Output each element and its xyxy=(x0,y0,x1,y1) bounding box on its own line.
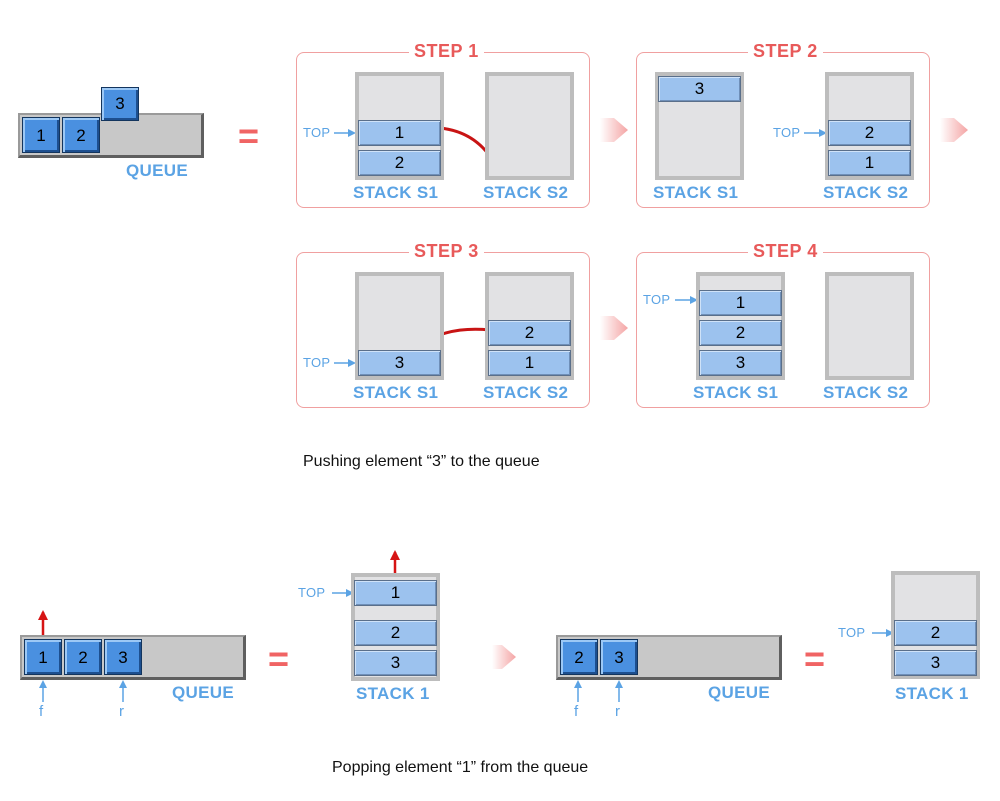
stack-item: 2 xyxy=(894,620,977,646)
step-2-title: STEP 2 xyxy=(748,41,823,62)
stack-s2 xyxy=(485,72,574,180)
equals-sign: = xyxy=(238,115,260,156)
front-label: f xyxy=(574,703,579,720)
stack-item: 1 xyxy=(699,290,782,316)
stack-1-label: STACK 1 xyxy=(895,684,969,703)
queue-item: 1 xyxy=(22,117,60,153)
stack-item: 3 xyxy=(894,650,977,676)
stack-item: 1 xyxy=(828,150,911,176)
rear-label: r xyxy=(615,703,621,720)
queue-item: 3 xyxy=(104,639,142,675)
stack-s2-label: STACK S2 xyxy=(483,183,569,202)
equals-sign: = xyxy=(268,638,290,679)
stack-item: 2 xyxy=(828,120,911,146)
queue-label: QUEUE xyxy=(172,683,234,702)
queue-item: 2 xyxy=(62,117,100,153)
top-label: TOP xyxy=(773,125,801,140)
rear-label: r xyxy=(119,703,125,720)
equals-sign: = xyxy=(804,638,826,679)
stack-item: 2 xyxy=(354,620,437,646)
top-label: TOP xyxy=(303,125,331,140)
queue-item: 2 xyxy=(560,639,598,675)
stack-item: 1 xyxy=(488,350,571,376)
front-label: f xyxy=(39,703,44,720)
stack-item: 1 xyxy=(354,580,437,606)
stack-s2-label: STACK S2 xyxy=(483,383,569,402)
top-label: TOP xyxy=(298,585,326,600)
incoming-item: 3 xyxy=(101,87,139,121)
top-label: TOP xyxy=(643,292,671,307)
step-3-title: STEP 3 xyxy=(409,241,484,262)
stack-1-label: STACK 1 xyxy=(356,684,430,703)
stack-item: 3 xyxy=(354,650,437,676)
next-chevron-icon xyxy=(940,118,968,142)
queue-item: 2 xyxy=(64,639,102,675)
next-chevron-icon xyxy=(600,118,628,142)
queue-item: 3 xyxy=(600,639,638,675)
stack-s1-label: STACK S1 xyxy=(353,383,439,402)
stack-item: 3 xyxy=(658,76,741,102)
queue-label: QUEUE xyxy=(708,683,770,702)
stack-s1-label: STACK S1 xyxy=(653,183,739,202)
next-chevron-icon xyxy=(600,316,628,340)
queue-label: QUEUE xyxy=(126,161,188,180)
pop-caption: Popping element “1” from the queue xyxy=(332,759,589,776)
step-4-title: STEP 4 xyxy=(748,241,823,262)
stack-s1-label: STACK S1 xyxy=(693,383,779,402)
stack-s1-label: STACK S1 xyxy=(353,183,439,202)
stack-item: 2 xyxy=(358,150,441,176)
stack-s2 xyxy=(825,272,914,380)
stack-s2-label: STACK S2 xyxy=(823,383,909,402)
stack-item: 2 xyxy=(699,320,782,346)
stack-item: 2 xyxy=(488,320,571,346)
stack-item: 3 xyxy=(358,350,441,376)
step-1-title: STEP 1 xyxy=(409,41,484,62)
queue-item: 1 xyxy=(24,639,62,675)
top-label: TOP xyxy=(838,625,866,640)
top-label: TOP xyxy=(303,355,331,370)
next-chevron-icon xyxy=(492,645,516,669)
push-caption: Pushing element “3” to the queue xyxy=(303,453,540,470)
stack-item: 1 xyxy=(358,120,441,146)
stack-s2-label: STACK S2 xyxy=(823,183,909,202)
stack-item: 3 xyxy=(699,350,782,376)
